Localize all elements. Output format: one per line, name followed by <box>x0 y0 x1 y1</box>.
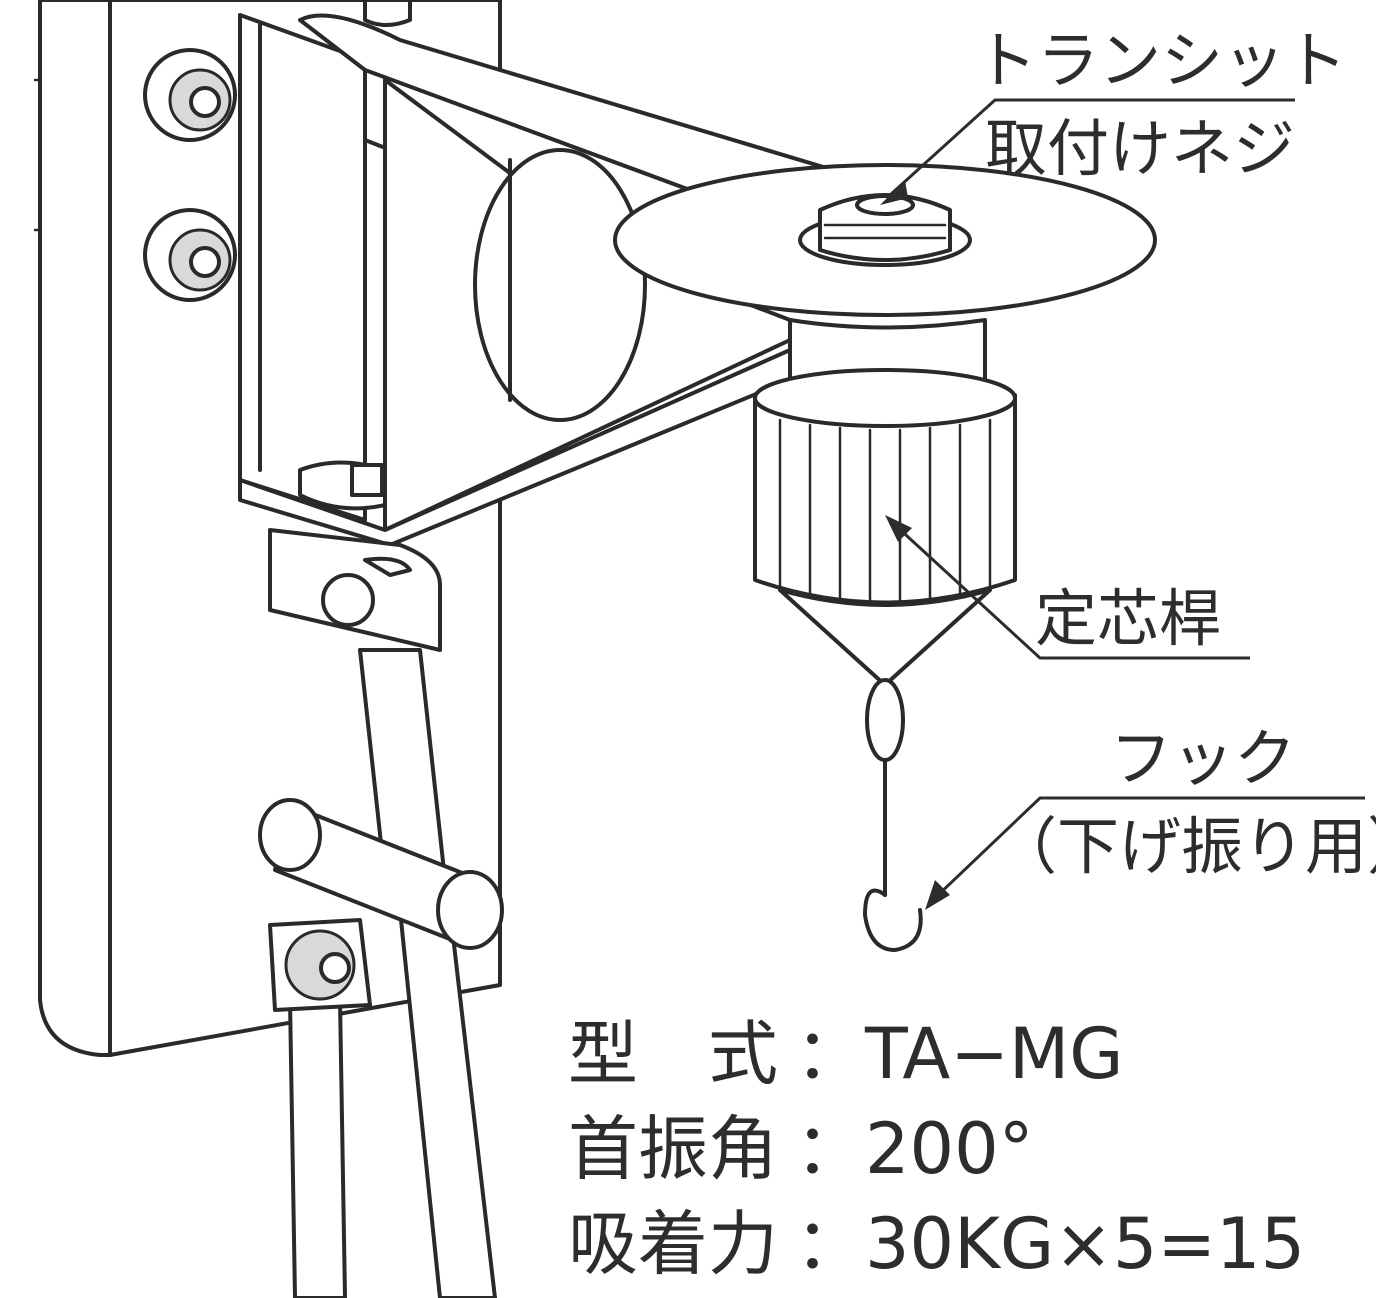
spec-model-value: ：TA−MG <box>795 1013 1124 1095</box>
label-transit-line1: トランシット <box>975 24 1347 97</box>
bracket-frame <box>238 13 852 547</box>
socket-screw-middle <box>143 208 237 302</box>
cross-clamp <box>258 798 504 950</box>
socket-screw-top <box>143 48 237 142</box>
spec-swing-label: 首振角 <box>568 1108 778 1190</box>
clamp-block <box>268 528 442 652</box>
label-hook-line2: （下げ振り用） <box>995 810 1376 883</box>
socket-screw-bottom <box>268 918 372 1012</box>
label-hook-line1: フック <box>1110 722 1296 795</box>
centering-rod <box>753 368 1017 687</box>
leader-hook <box>925 796 1365 910</box>
leader-centering-rod <box>885 515 1250 660</box>
plumb-hook <box>863 678 923 952</box>
top-knob <box>363 0 412 27</box>
spec-force-value: ：30KG×5=15 <box>795 1203 1305 1285</box>
label-centering-rod: 定芯桿 <box>1035 582 1221 655</box>
label-transit-line2: 取付けネジ <box>985 112 1295 185</box>
spec-model-label: 型 式 <box>568 1013 778 1095</box>
spec-force-label: 吸着力 <box>568 1203 778 1285</box>
leader-transit-screw <box>880 98 1295 205</box>
spec-swing-value: ：200° <box>795 1108 1034 1190</box>
